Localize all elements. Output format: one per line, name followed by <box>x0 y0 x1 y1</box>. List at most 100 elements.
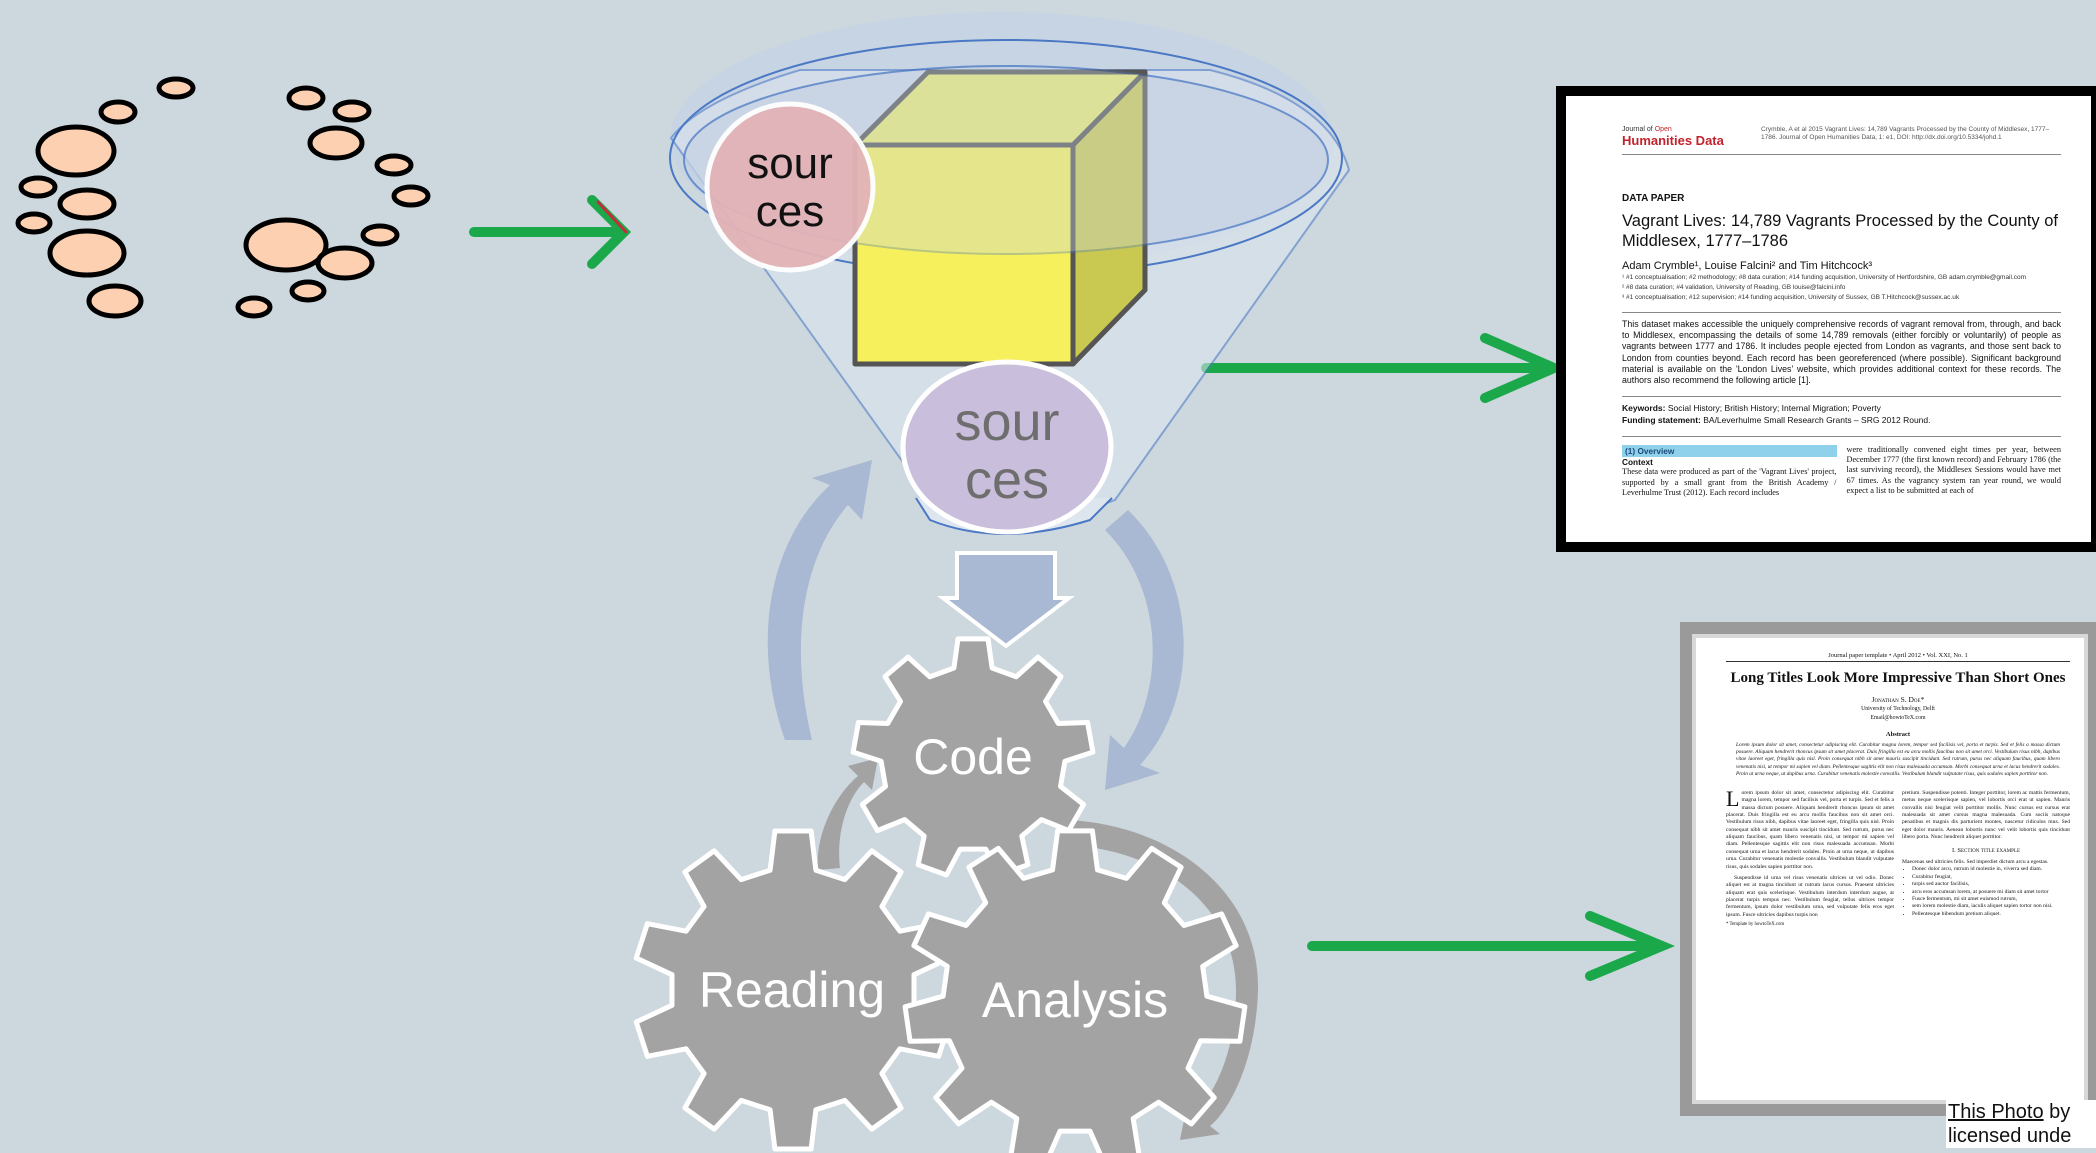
divider <box>1622 396 2061 398</box>
template-title: Long Titles Look More Impressive Than Sh… <box>1730 670 2066 686</box>
doc1-column-right: were traditionally convened eight times … <box>1846 444 2062 495</box>
bullet-item: Donec dolor arcu, rutrum id molestie in,… <box>1912 866 2070 873</box>
funding-line: Funding statement: BA/Leverhulme Small R… <box>1622 415 2061 426</box>
source-bubble <box>374 153 414 177</box>
photo-credit-by: by <box>2043 1101 2071 1123</box>
footnote: * Template by howtoTeX.com <box>1726 922 1785 928</box>
arrow-to-doc2 <box>1307 911 1675 981</box>
source-bubble <box>156 76 196 100</box>
doc1-columns: (1) Overview Context These data were pro… <box>1622 444 2062 499</box>
sources-pink-line2: ces <box>756 187 824 236</box>
source-bubble <box>360 223 400 247</box>
doc2-columns: L orem ipsum dolor sit amet, consectetur… <box>1726 785 2070 929</box>
photo-credit-link[interactable]: This Photo <box>1948 1101 2044 1123</box>
bullet-item: Fusce fermentum, mi sit amet euismod rut… <box>1912 896 2070 903</box>
scattered-sources <box>15 76 431 319</box>
template-abstract: Lorem ipsum dolor sit amet, consectetur … <box>1736 742 2060 777</box>
code-gear-label: Code <box>913 729 1033 785</box>
gears <box>633 636 1248 1153</box>
down-arrow <box>937 551 1075 649</box>
data-cube <box>852 69 1148 367</box>
source-bubble <box>315 245 375 281</box>
divider <box>1622 435 2061 437</box>
reading-to-code-arrow <box>817 758 878 870</box>
template-author: Jonathan S. Doe* <box>1871 694 1925 704</box>
column-text: These data were produced as part of the … <box>1622 467 1837 497</box>
journal-logo: Journal of Open Humanities Data <box>1622 126 1724 148</box>
affiliation-1: ¹ #1 conceptualisation; #2 methodology; … <box>1622 273 2027 281</box>
analysis-gear-label: Analysis <box>982 972 1168 1028</box>
bullet-item: Curabitur feugiat, <box>1912 874 2070 881</box>
source-bubble <box>98 99 138 125</box>
source-bubble <box>307 125 365 161</box>
source-bubble <box>289 279 327 303</box>
subsection-heading: Context <box>1622 456 1653 467</box>
affiliation-3: ³ #1 conceptualisation; #12 supervision;… <box>1622 293 1960 301</box>
citation: Crymble, A et al 2015 Vagrant Lives: 14,… <box>1761 126 2050 142</box>
analysis-gear <box>902 828 1248 1153</box>
funding-label: Funding statement: <box>1622 414 1701 425</box>
photo-credit: This Photo by licensed unde <box>1946 1100 2096 1148</box>
divider <box>1622 311 2061 313</box>
sources-bubble-pink: sour ces <box>704 101 876 273</box>
column-text: Maecenas sed ultricies felis. Sed imperd… <box>1902 859 2049 866</box>
reading-gear <box>633 828 953 1152</box>
paper-authors: Adam Crymble¹, Louise Falcini² and Tim H… <box>1622 259 1873 272</box>
source-bubble <box>47 228 127 278</box>
bullet-item: Pellentesque bibendum pretium aliquet. <box>1912 911 2070 918</box>
source-bubble <box>286 85 326 111</box>
cube-side-face <box>1070 69 1148 367</box>
running-header: Journal paper template • April 2012 • Vo… <box>1726 652 2070 662</box>
photo-credit-license: licensed unde <box>1948 1125 2072 1147</box>
cycle-arrows <box>767 460 1184 790</box>
paper-kicker: DATA PAPER <box>1622 193 1685 204</box>
doc1-column-left: (1) Overview Context These data were pro… <box>1622 444 1837 499</box>
doc2-column-right: pretium. Suspendisse potenti. Integer po… <box>1902 790 2070 929</box>
template-affiliation: University of Technology, Delft <box>1861 705 1935 712</box>
bullet-item: turpis sed auctor facilisis, <box>1912 881 2070 888</box>
column-text: pretium. Suspendisse potenti. Integer po… <box>1902 789 2070 841</box>
paper-title: Vagrant Lives: 14,789 Vagrants Processed… <box>1622 212 2058 250</box>
green-arrows <box>469 195 1675 981</box>
source-bubble <box>235 295 273 319</box>
bullet-item: sem lorem molestie diam, iaculis aliquet… <box>1912 903 2070 910</box>
keywords-line: Keywords: Social History; British Histor… <box>1622 403 2061 414</box>
abstract-heading: Abstract <box>1885 731 1911 739</box>
journal-template-document: Journal paper template • April 2012 • Vo… <box>1680 622 2096 1116</box>
sources-bubble-purple: sour ces <box>900 359 1114 535</box>
paper-abstract: This dataset makes accessible the unique… <box>1622 318 2061 386</box>
analysis-loop-arrow <box>1068 820 1259 1140</box>
source-bubble <box>86 283 144 319</box>
keywords-value: Social History; British History; Interna… <box>1667 403 1881 414</box>
affiliation-2: ² #8 data curation; #4 validation, Unive… <box>1622 283 1846 291</box>
bullet-item: arcu eros accumsan lorem, at posuere mi … <box>1912 889 2070 896</box>
journal-logo-open: Open <box>1654 126 1672 133</box>
gear-cycle-arrows <box>817 758 1259 1140</box>
column-text: orem ipsum dolor sit amet, consectetur a… <box>1726 789 1894 870</box>
source-bubble <box>243 217 329 273</box>
source-bubble <box>332 99 372 123</box>
doc2-column-left: L orem ipsum dolor sit amet, consectetur… <box>1726 785 1894 929</box>
left-curve-arrow <box>767 460 872 740</box>
funding-value: BA/Leverhulme Small Research Grants – SR… <box>1703 414 1931 425</box>
sources-pink-line1: sour <box>747 139 833 188</box>
arrow-sources-to-funnel <box>469 195 632 269</box>
drop-cap: L <box>1726 785 1740 811</box>
section-heading: (1) Overview <box>1622 444 1837 457</box>
sources-purple-line2: ces <box>965 450 1049 510</box>
template-email: Email@howtoTeX.com <box>1870 715 1926 722</box>
doc1-header: Journal of Open Humanities Data Crymble,… <box>1622 126 2061 155</box>
gear-labels: Code Reading Analysis <box>699 729 1168 1028</box>
bullet-list: Donec dolor arcu, rutrum id molestie in,… <box>1902 866 2070 918</box>
journal-name: Humanities Data <box>1622 133 1724 148</box>
journal-logo-small: Journal of <box>1622 126 1653 133</box>
data-paper-document: Journal of Open Humanities Data Crymble,… <box>1556 86 2096 552</box>
sources-purple-line1: sour <box>954 392 1059 452</box>
source-bubble <box>18 175 58 199</box>
source-bubble <box>15 211 53 235</box>
keywords-label: Keywords: <box>1622 403 1666 414</box>
arrow-funnel-to-doc1 <box>1201 333 1567 403</box>
source-bubble <box>391 184 431 208</box>
source-bubble <box>35 124 117 178</box>
